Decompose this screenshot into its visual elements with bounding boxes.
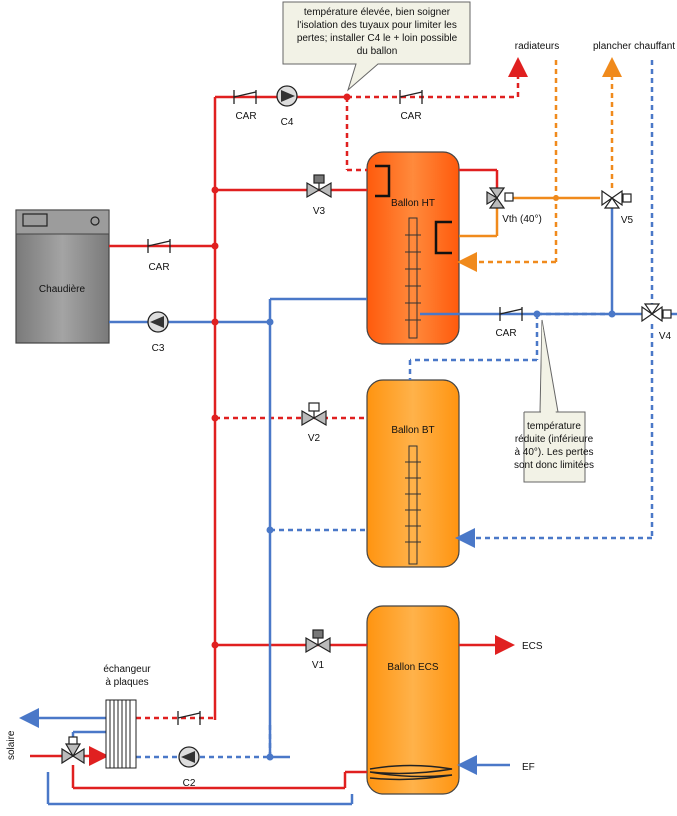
boiler [15, 209, 110, 344]
valve-v4-label: V4 [659, 331, 672, 342]
valve-v4 [641, 303, 672, 323]
check-valve-boiler [147, 239, 171, 253]
hot-pipes [30, 95, 515, 790]
valve-v1 [305, 629, 331, 654]
pump-c2 [178, 746, 200, 768]
pump-c2-label: C2 [183, 778, 196, 789]
valve-v1-label: V1 [312, 660, 325, 671]
tank-bt-label: Ballon BT [391, 425, 434, 436]
callout-top [282, 1, 471, 92]
exchanger-label-1: échangeur [103, 664, 151, 675]
tank-ecs-label: Ballon ECS [387, 662, 438, 673]
valve-v5-label: V5 [621, 215, 634, 226]
radiateurs-label: radiateurs [515, 41, 559, 52]
car-top-right-label: CAR [400, 111, 421, 122]
valve-v2 [301, 402, 327, 427]
pump-c3-label: C3 [152, 343, 165, 354]
valve-v2-label: V2 [308, 433, 321, 444]
tank-ecs [366, 605, 460, 795]
plancher-label: plancher chauffant [593, 41, 675, 52]
orange-pipes-dashed [457, 57, 622, 272]
valve-v3 [306, 174, 332, 199]
valve-vth-label: Vth (40°) [502, 214, 542, 225]
callout-right-line: à 40°). Les pertes [514, 447, 593, 458]
tank-ht-label: Ballon HT [391, 198, 435, 209]
callout-top-line: pertes; installer C4 le + loin possible [297, 33, 458, 44]
tank-bt [366, 379, 460, 568]
pump-c3 [147, 311, 169, 333]
callout-right-line: température [527, 421, 581, 432]
junction-dots [211, 93, 616, 761]
pump-c4-label: C4 [281, 117, 294, 128]
ecs-output-label: ECS [522, 641, 543, 652]
boiler-label: Chaudière [39, 284, 86, 295]
valve-v3-label: V3 [313, 206, 326, 217]
callout-top-line: du ballon [357, 46, 398, 57]
hot-pipes-dashed [136, 57, 528, 720]
callout-right [523, 319, 586, 483]
callout-right-text: température réduite (inférieure à 40°). … [514, 421, 594, 471]
callout-top-text: température élevée, bien soigner l'isola… [297, 7, 458, 57]
car-ht-return-label: CAR [495, 328, 516, 339]
car-top-left-label: CAR [235, 111, 256, 122]
callout-top-line: température élevée, bien soigner [304, 7, 451, 18]
plate-exchanger [105, 699, 137, 769]
valve-solar [61, 736, 85, 765]
exchanger-label-2: à plaques [105, 677, 148, 688]
check-valve-top-right [399, 90, 423, 104]
ef-input-label: EF [522, 762, 535, 773]
car-boiler-label: CAR [148, 262, 169, 273]
check-valve-top-left [233, 90, 257, 104]
callout-top-line: l'isolation des tuyaux pour limiter les [297, 20, 457, 31]
tank-ht [366, 151, 460, 345]
check-valve-ht-return [499, 307, 523, 321]
callout-right-line: sont donc limitées [514, 460, 594, 471]
check-valve-solar [177, 711, 201, 725]
valve-v5 [601, 189, 632, 209]
solaire-label: solaire [6, 730, 17, 760]
pump-c4 [276, 85, 298, 107]
callout-right-line: réduite (inférieure [515, 434, 594, 445]
valve-vth [486, 187, 514, 209]
cold-pipes-dashed [136, 60, 654, 759]
